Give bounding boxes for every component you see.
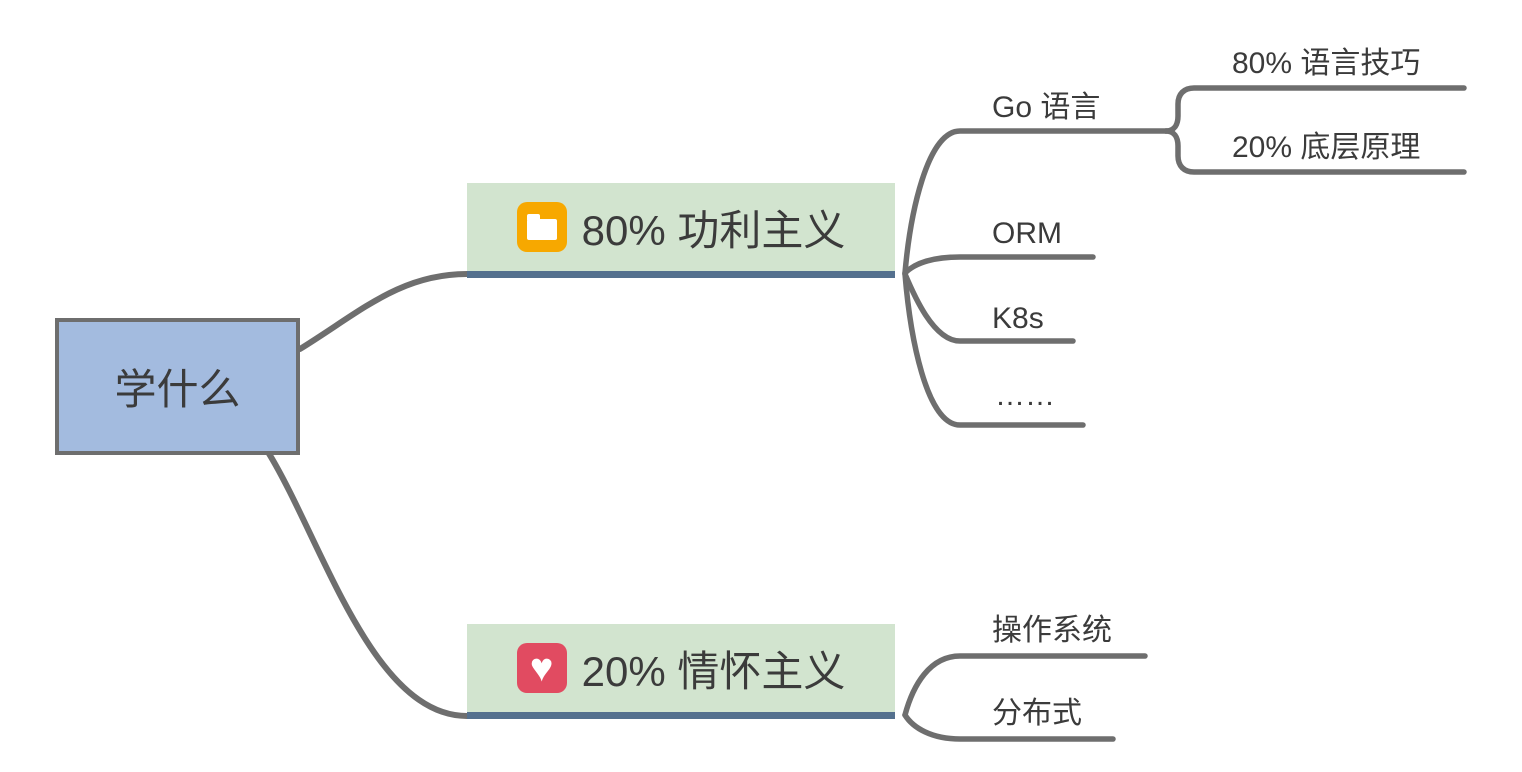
root-node[interactable]: 学什么 — [55, 318, 300, 455]
edge-root-to-branch2 — [265, 449, 470, 719]
edge-to-language-skills — [1163, 85, 1467, 134]
root-node-label: 学什么 — [114, 366, 241, 413]
branch-node-label: 20% 情怀主义 — [581, 647, 846, 695]
child-node-orm[interactable]: ORM — [992, 217, 1062, 250]
child-node-operating-system[interactable]: 操作系统 — [992, 614, 1112, 647]
branch-node-label: 80% 功利主义 — [581, 206, 846, 254]
edge-to-k8s — [902, 271, 1076, 344]
edge-to-os — [902, 653, 1148, 718]
heart-icon: ♥ — [516, 643, 567, 693]
edge-to-more — [902, 271, 1086, 428]
child-node-more[interactable]: …… — [995, 379, 1055, 412]
edge-to-principles — [1163, 128, 1467, 175]
branch-node-idealism[interactable]: ♥ 20% 情怀主义 — [467, 624, 895, 712]
branch-node-utilitarian[interactable]: 80% 功利主义 — [467, 183, 895, 271]
edge-to-orm — [902, 254, 1096, 276]
child-node-k8s[interactable]: K8s — [992, 302, 1044, 335]
edge-to-distributed — [902, 712, 1116, 742]
edge-to-go — [902, 128, 1169, 276]
branch2-underline — [467, 712, 895, 719]
child-node-go-language[interactable]: Go 语言 — [992, 91, 1101, 124]
branch1-underline — [467, 271, 895, 278]
folder-icon — [516, 202, 567, 252]
edge-root-to-branch1 — [297, 271, 470, 352]
child-node-distributed[interactable]: 分布式 — [992, 697, 1082, 730]
leaf-node-language-skills[interactable]: 80% 语言技巧 — [1232, 47, 1421, 80]
leaf-node-underlying-principles[interactable]: 20% 底层原理 — [1232, 131, 1421, 164]
